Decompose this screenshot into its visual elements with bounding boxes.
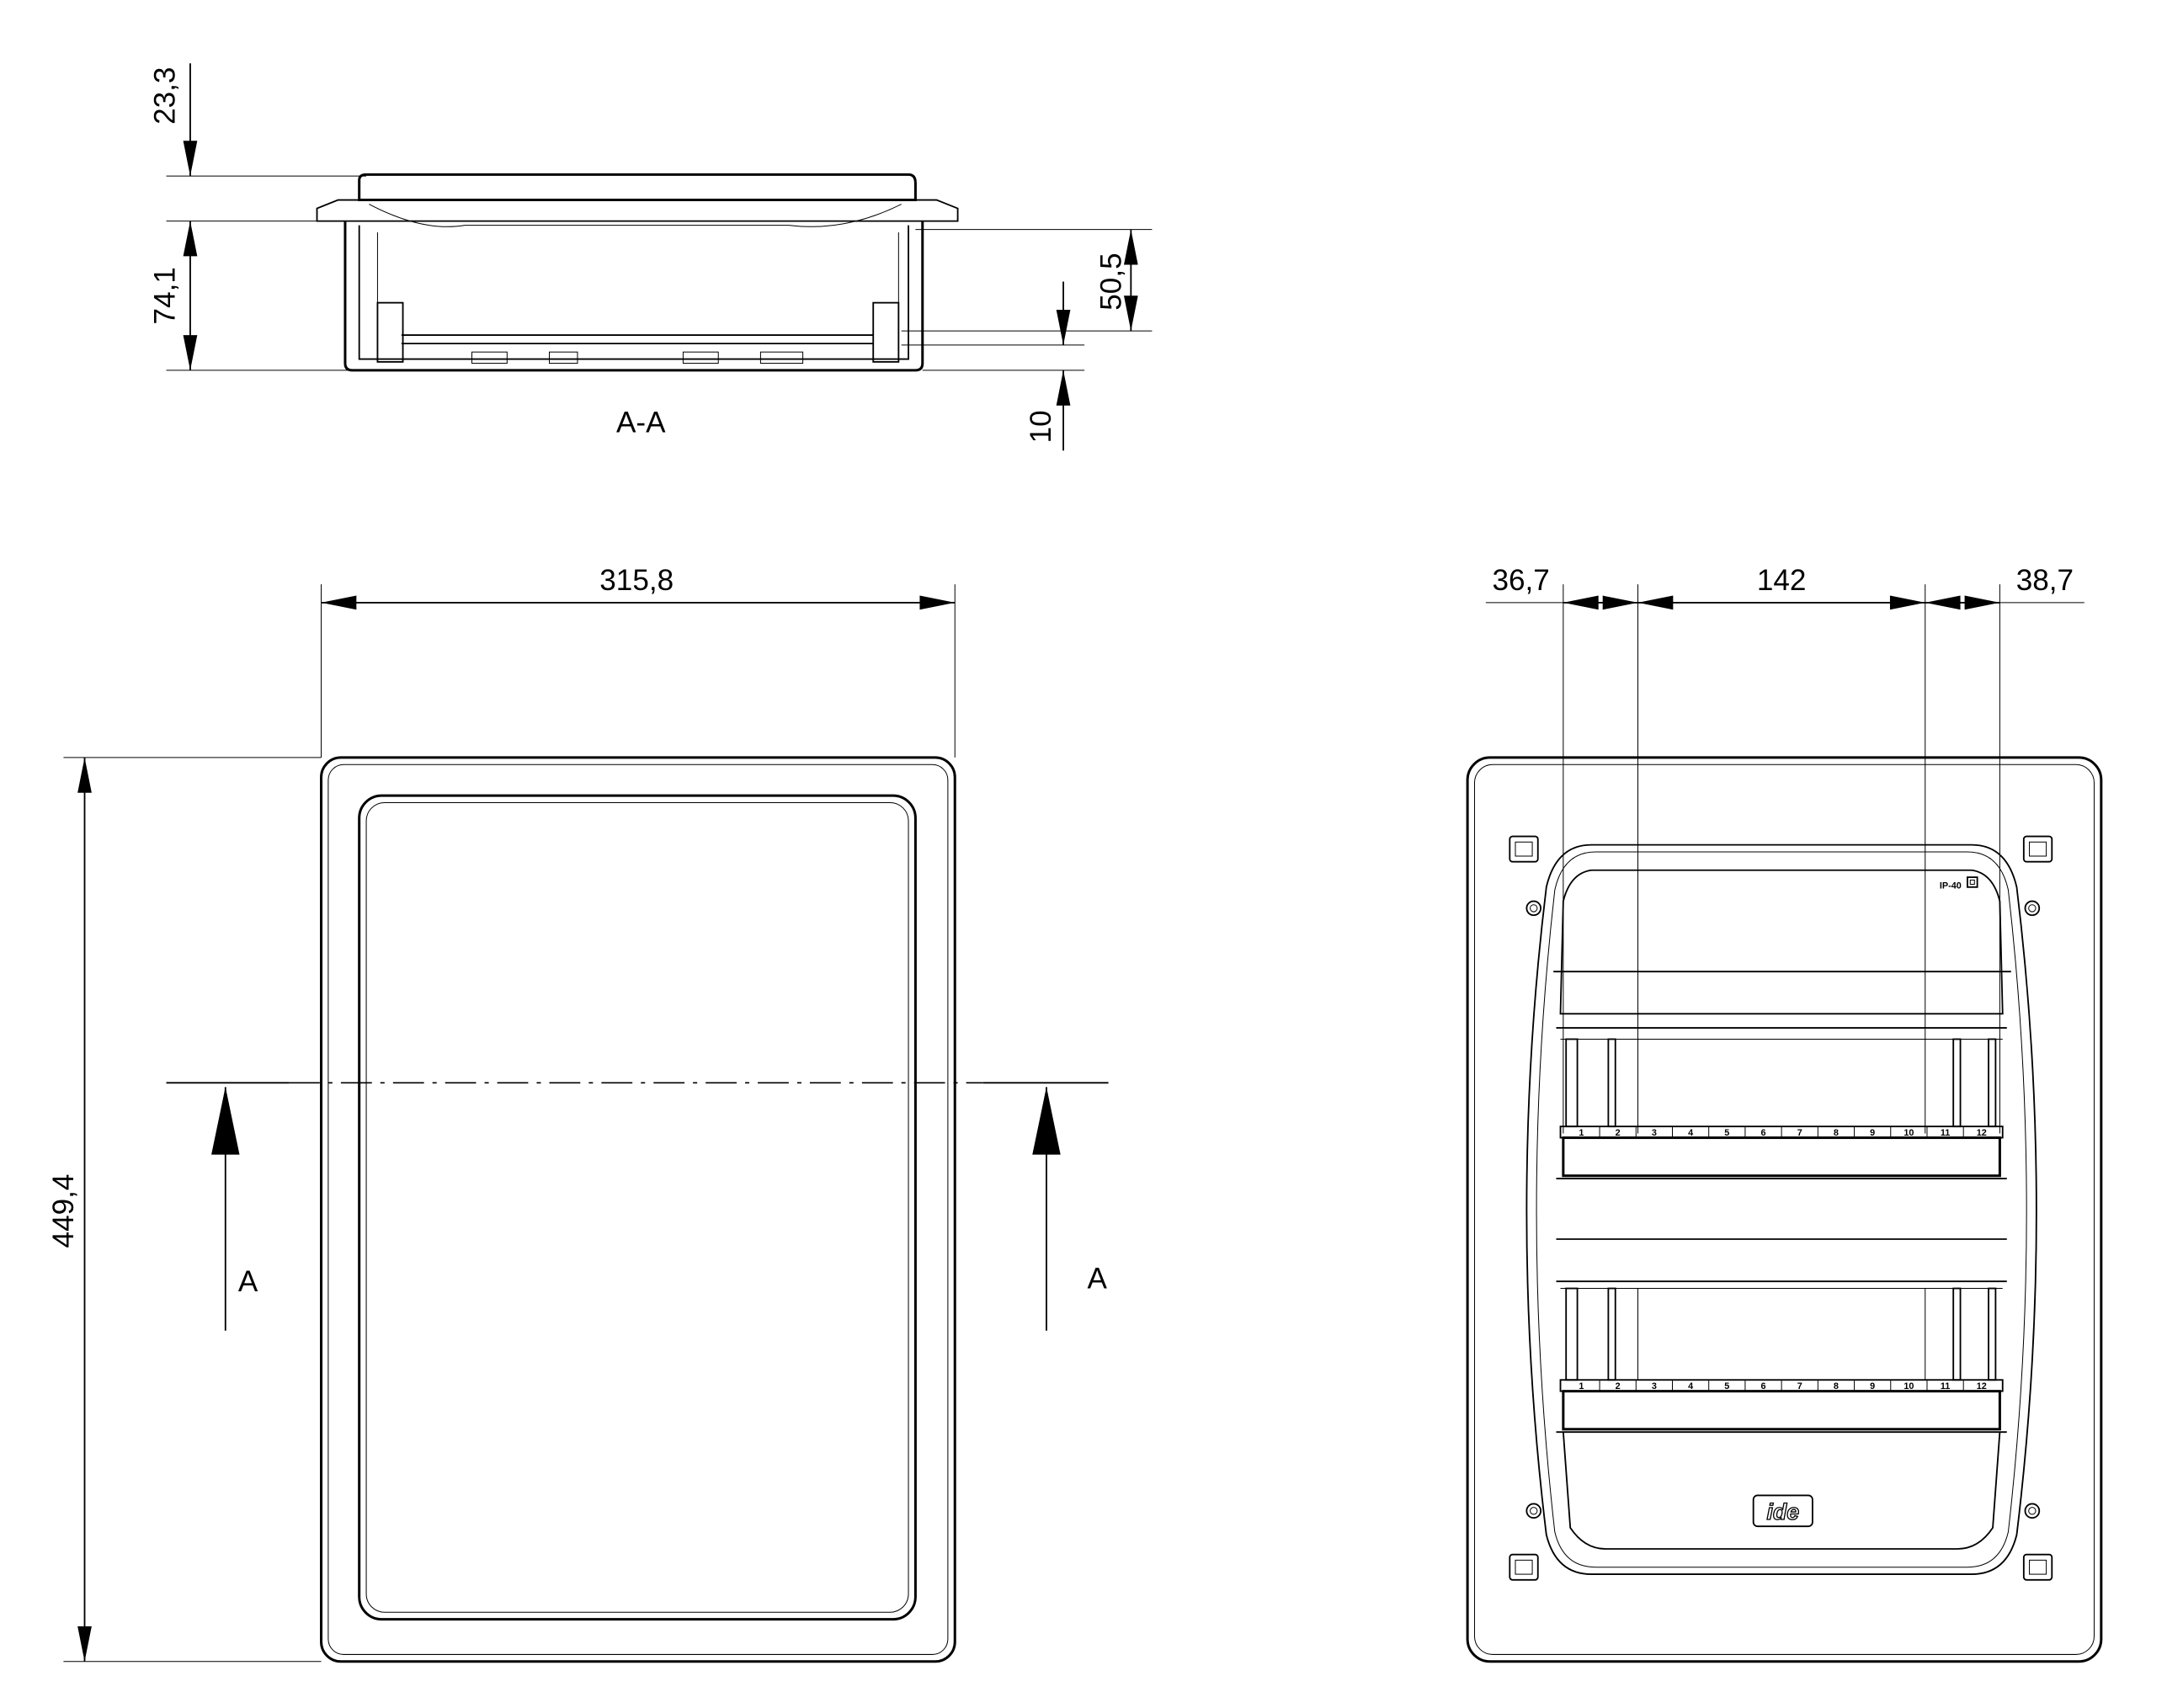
module-number: 1 [1579,1128,1584,1138]
module-number: 4 [1688,1128,1693,1138]
section-label: A-A [616,407,666,439]
brand-logo: ide [1752,1494,1813,1528]
module-number: 2 [1616,1128,1621,1138]
dim-width: 315,8 [599,564,674,597]
module-number: 8 [1834,1381,1839,1391]
dim-right-margin: 38,7 [2016,564,2074,597]
section-mark-left: A [238,1265,258,1298]
module-number: 12 [1977,1381,1987,1391]
module-number: 3 [1652,1381,1657,1391]
module-number: 2 [1616,1381,1621,1391]
screw-hole-icon [1525,900,1542,917]
svg-text:ide: ide [1766,1499,1799,1524]
dim-body-height: 74,1 [149,267,182,324]
module-number: 8 [1834,1128,1839,1138]
section-mark-right: A [1087,1263,1107,1296]
module-number: 5 [1724,1128,1729,1138]
screw-hole-icon [2024,1503,2041,1519]
clip-icon [1509,835,1539,863]
screw-hole-icon [2024,900,2041,917]
module-number: 4 [1688,1381,1693,1391]
dim-rail-offset: 10 [1025,410,1057,443]
clip-icon [1509,1553,1539,1581]
module-number: 12 [1977,1128,1987,1138]
dim-height: 449,4 [47,1174,80,1248]
module-number: 1 [1579,1381,1584,1391]
module-number: 10 [1903,1381,1914,1391]
module-number: 7 [1797,1381,1802,1391]
ip-rating: IP-40 [1940,881,1962,891]
module-number: 9 [1870,1128,1875,1138]
clip-icon [2022,1553,2053,1581]
module-number: 11 [1941,1381,1950,1391]
dim-left-margin: 36,7 [1493,564,1550,597]
module-number: 9 [1870,1381,1875,1391]
module-number: 6 [1760,1128,1765,1138]
module-number: 6 [1760,1381,1765,1391]
module-number: 5 [1724,1381,1729,1391]
screw-hole-icon [1525,1503,1542,1519]
module-number: 10 [1903,1128,1914,1138]
front-view: 315,8 449,4 A A [47,564,1109,1663]
module-number: 7 [1797,1128,1802,1138]
module-number: 11 [1941,1128,1950,1138]
dim-lid-height: 23,3 [149,67,182,125]
dim-rail-span: 142 [1757,564,1807,597]
module-number: 3 [1652,1128,1657,1138]
dim-rail-depth: 50,5 [1095,253,1128,310]
section-view: 23,3 74,1 50,5 10 A-A [149,63,1153,451]
clip-icon [2022,835,2053,863]
